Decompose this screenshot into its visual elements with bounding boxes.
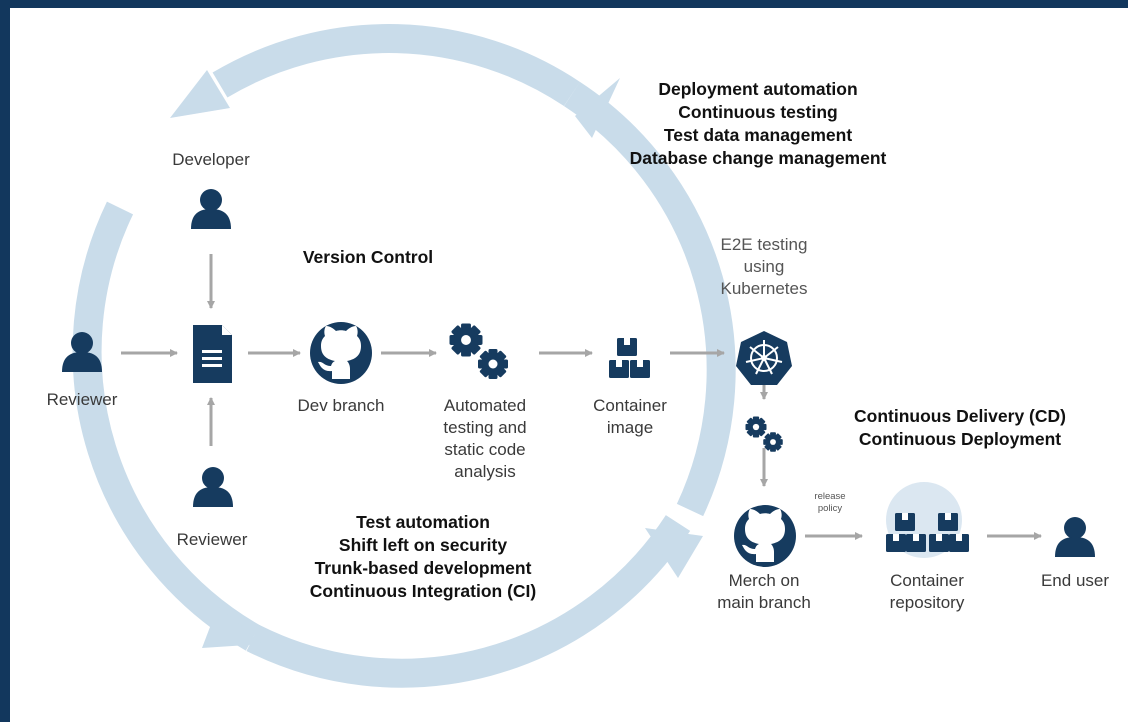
release-policy-line: release: [814, 491, 846, 502]
release-policy-label: release policy: [800, 491, 860, 515]
automated-testing-label: Automated testing and static code analys…: [420, 395, 550, 483]
ci-practice-line: Trunk-based development: [314, 558, 532, 578]
delivery-line: Continuous Delivery (CD): [854, 406, 1066, 426]
merge-main-github-icon: [734, 505, 796, 567]
container-repo-line: Container: [890, 571, 964, 590]
end-user-label: End user: [1040, 571, 1110, 590]
cd-practice-line: Continuous testing: [678, 102, 838, 122]
ci-practice-line: Test automation: [356, 512, 490, 532]
devops-cycle-diagram: [62, 24, 1095, 688]
delivery-line: Continuous Deployment: [858, 429, 1062, 449]
kubernetes-label: E2E testing using Kubernetes: [704, 234, 824, 300]
end-user-person-icon: [1055, 517, 1095, 557]
cd-practice-line: Test data management: [663, 125, 853, 145]
deploy-gears-icon: [745, 416, 783, 452]
document-icon: [193, 325, 232, 383]
cd-practice-line: Database change management: [629, 148, 887, 168]
kubernetes-line: using: [743, 257, 785, 276]
diagram-canvas: Developer Reviewer Reviewer Dev branch A…: [10, 8, 1128, 722]
connectors: [121, 254, 1042, 540]
container-image-label: Container image: [570, 395, 690, 439]
container-repo-line: repository: [889, 593, 965, 612]
ci-practice-line: Shift left on security: [338, 535, 508, 555]
kubernetes-line: Kubernetes: [720, 279, 808, 298]
cd-practice-line: Deployment automation: [658, 79, 858, 99]
merge-main-label: Merch on main branch: [704, 570, 824, 614]
automated-testing-line: static code: [444, 440, 526, 459]
container-image-line: image: [606, 418, 654, 437]
ci-practice-line: Continuous Integration (CI): [309, 581, 537, 601]
container-repo-label: Container repository: [867, 570, 987, 614]
automated-testing-line: analysis: [454, 462, 516, 481]
container-image-line: Container: [593, 396, 667, 415]
automated-testing-line: testing and: [443, 418, 527, 437]
container-repo-boxes-globe-icon: [886, 482, 969, 558]
cd-practices-heading: Deployment automation Continuous testing…: [608, 78, 908, 170]
merge-main-line: Merch on: [728, 571, 800, 590]
cycle-arrow-ring: [72, 24, 736, 688]
dev-branch-label: Dev branch: [297, 396, 385, 415]
release-policy-line: policy: [817, 503, 843, 514]
merge-main-line: main branch: [717, 593, 811, 612]
automated-testing-gears-icon: [449, 323, 508, 379]
reviewer-bottom-label: Reviewer: [176, 530, 248, 549]
container-image-boxes-icon: [609, 338, 650, 378]
ci-practices-heading: Test automation Shift left on security T…: [283, 511, 563, 603]
developer-label: Developer: [172, 150, 250, 169]
dev-branch-github-icon: [310, 322, 372, 384]
kubernetes-line: E2E testing: [720, 235, 808, 254]
delivery-heading: Continuous Delivery (CD) Continuous Depl…: [830, 405, 1090, 451]
reviewer-left-label: Reviewer: [46, 390, 118, 409]
automated-testing-line: Automated: [443, 396, 527, 415]
version-control-heading: Version Control: [302, 247, 434, 267]
reviewer-bottom-person-icon: [193, 467, 233, 507]
developer-person-icon: [191, 189, 231, 229]
kubernetes-icon: [736, 331, 792, 385]
